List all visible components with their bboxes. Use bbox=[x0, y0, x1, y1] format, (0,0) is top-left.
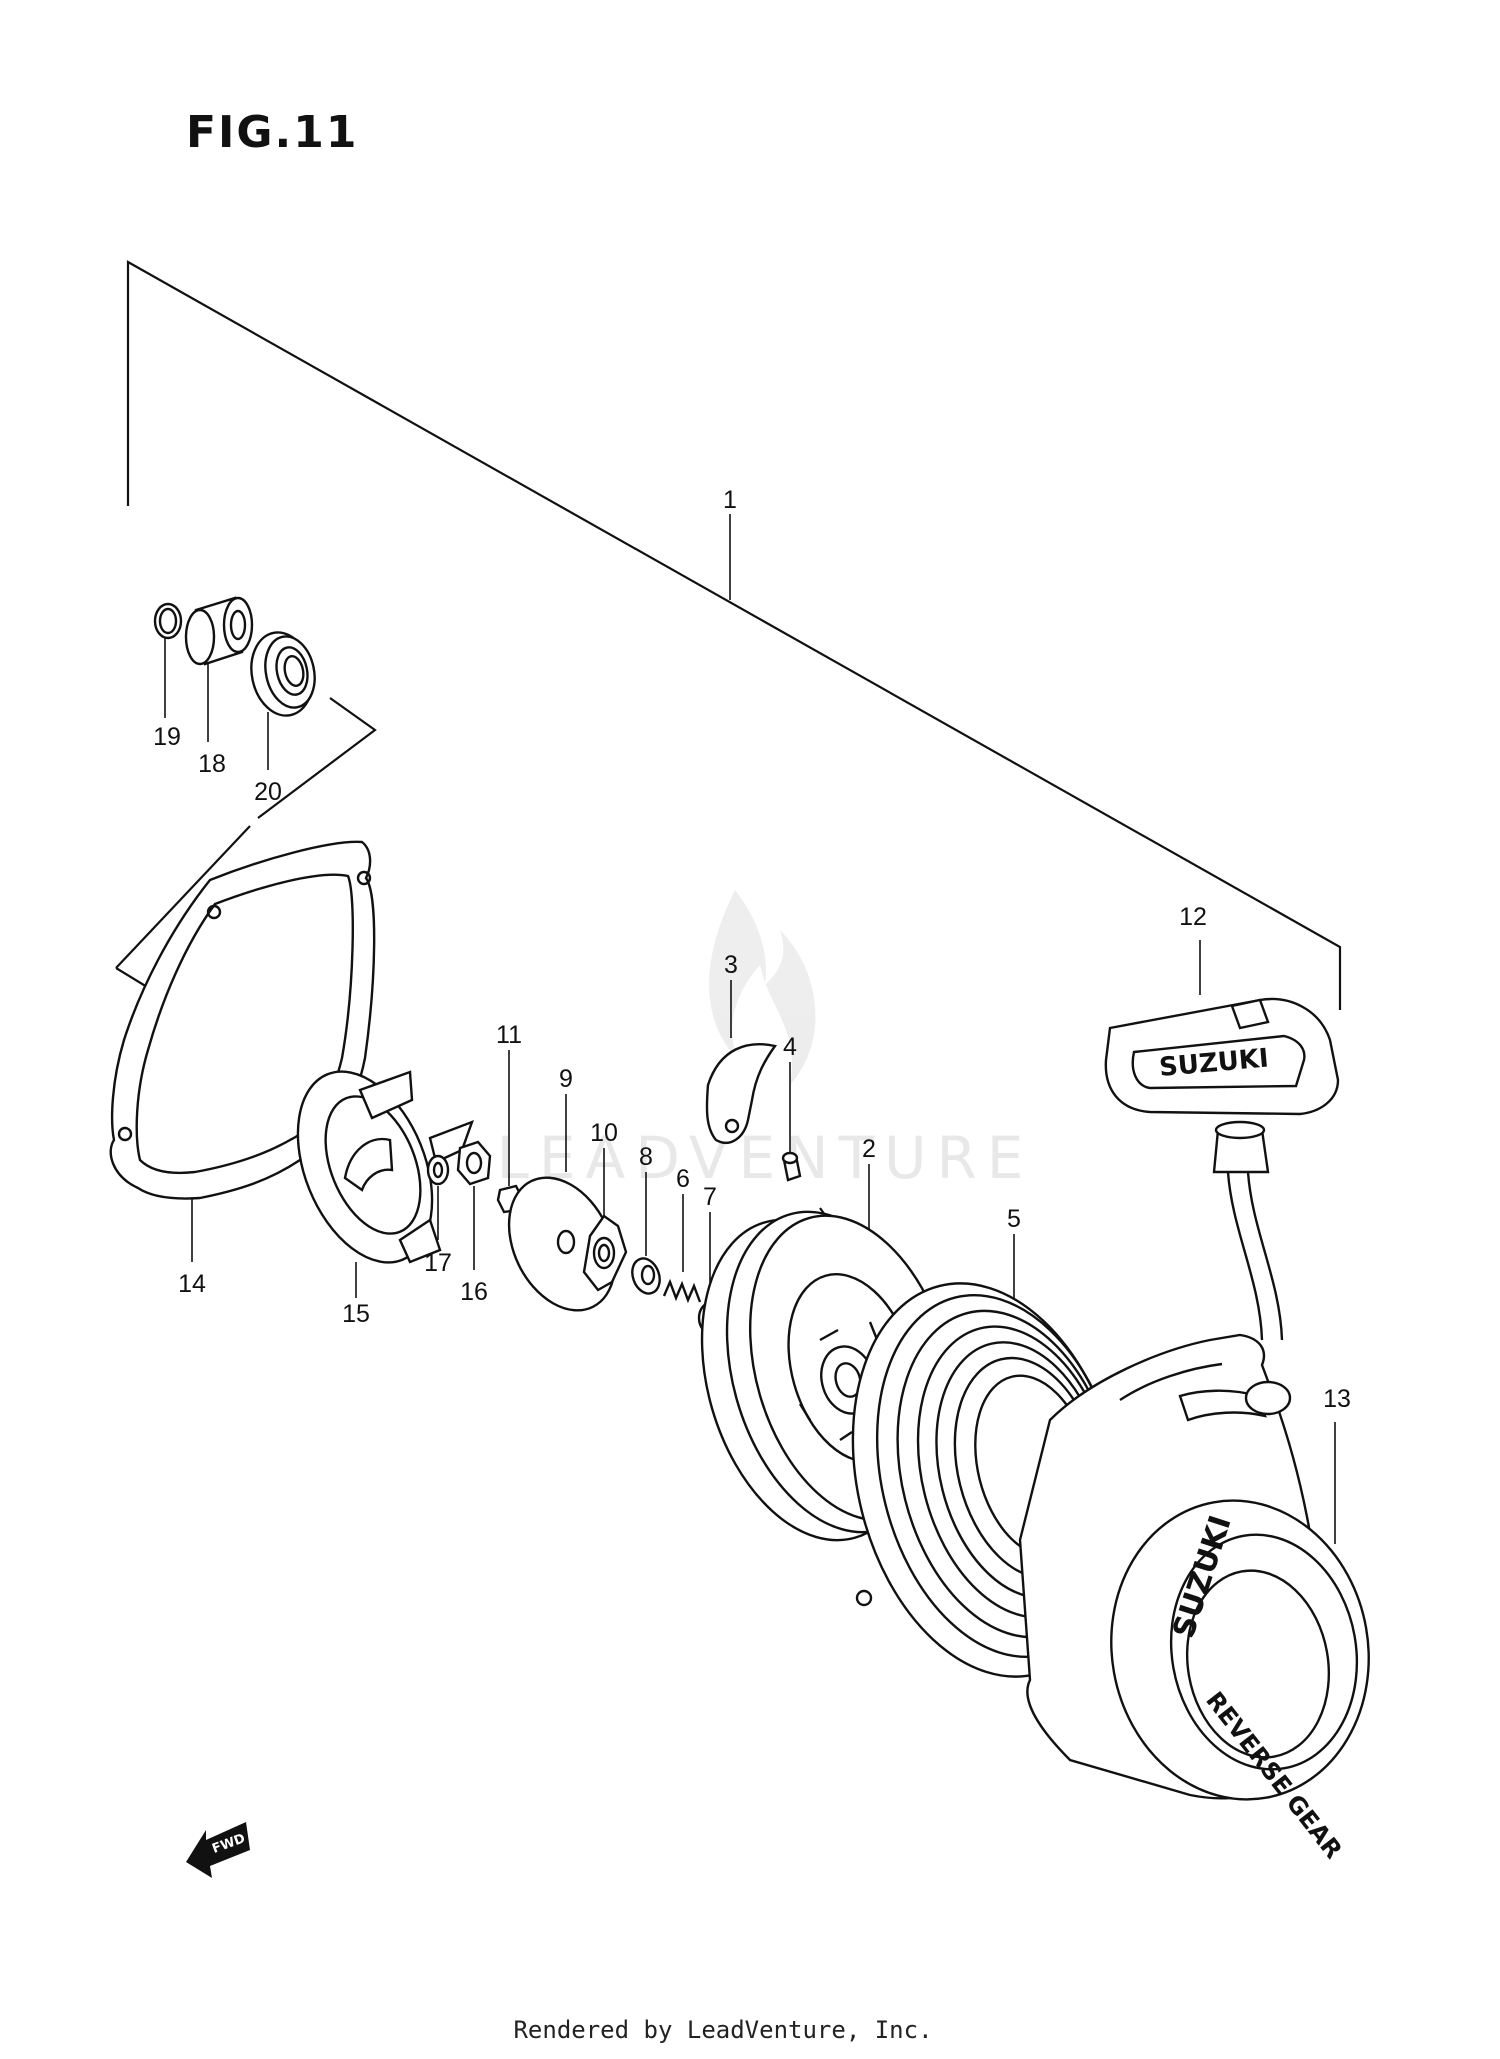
part-6-spring bbox=[662, 1194, 702, 1304]
part-17-washer bbox=[426, 1154, 450, 1240]
callout-6: 6 bbox=[676, 1165, 690, 1193]
callout-8: 8 bbox=[639, 1143, 653, 1171]
part-13-case: SUZUKI REVERSE GEAR bbox=[855, 1333, 1370, 1864]
watermark-text: LEADVENTURE bbox=[497, 1124, 1034, 1192]
callout-2: 2 bbox=[862, 1135, 876, 1163]
callout-18: 18 bbox=[198, 750, 226, 778]
callout-14: 14 bbox=[178, 1270, 206, 1298]
part-4-pin bbox=[781, 1062, 802, 1182]
callout-19: 19 bbox=[153, 723, 181, 751]
part-12-handle: SUZUKI bbox=[1104, 940, 1340, 1416]
callout-13: 13 bbox=[1323, 1385, 1351, 1413]
callout-9: 9 bbox=[559, 1065, 573, 1093]
callout-labels: 1 2 3 4 5 6 7 8 9 10 11 12 13 14 15 16 1… bbox=[153, 486, 1351, 1413]
part-10-ratchet bbox=[582, 1148, 628, 1292]
part-16-nut bbox=[456, 1140, 492, 1270]
part-3-pawl bbox=[705, 980, 778, 1144]
callout-7: 7 bbox=[703, 1183, 717, 1211]
callout-10: 10 bbox=[590, 1119, 618, 1147]
callout-12: 12 bbox=[1179, 903, 1207, 931]
callout-11: 11 bbox=[496, 1021, 522, 1049]
callout-4: 4 bbox=[783, 1033, 797, 1061]
figure-title: FIG.11 bbox=[186, 107, 359, 158]
part-19-o-ring bbox=[153, 602, 183, 640]
callout-3: 3 bbox=[724, 951, 738, 979]
fwd-arrow-icon: FWD bbox=[186, 1822, 250, 1878]
part-20-oil-seal bbox=[250, 631, 316, 717]
part-18-collar bbox=[184, 596, 254, 666]
callout-15: 15 bbox=[342, 1300, 370, 1328]
part-8-washer bbox=[631, 1172, 661, 1295]
watermark: LEADVENTURE bbox=[497, 890, 1034, 1192]
callout-17: 17 bbox=[424, 1249, 452, 1277]
callout-1: 1 bbox=[723, 486, 737, 514]
callout-20: 20 bbox=[254, 778, 282, 806]
footer-credit: Rendered by LeadVenture, Inc. bbox=[513, 2016, 932, 2044]
part-15-guide bbox=[296, 1070, 475, 1298]
callout-5: 5 bbox=[1007, 1205, 1021, 1233]
assembly-bracket bbox=[126, 260, 1342, 1010]
callout-16: 16 bbox=[460, 1278, 488, 1306]
